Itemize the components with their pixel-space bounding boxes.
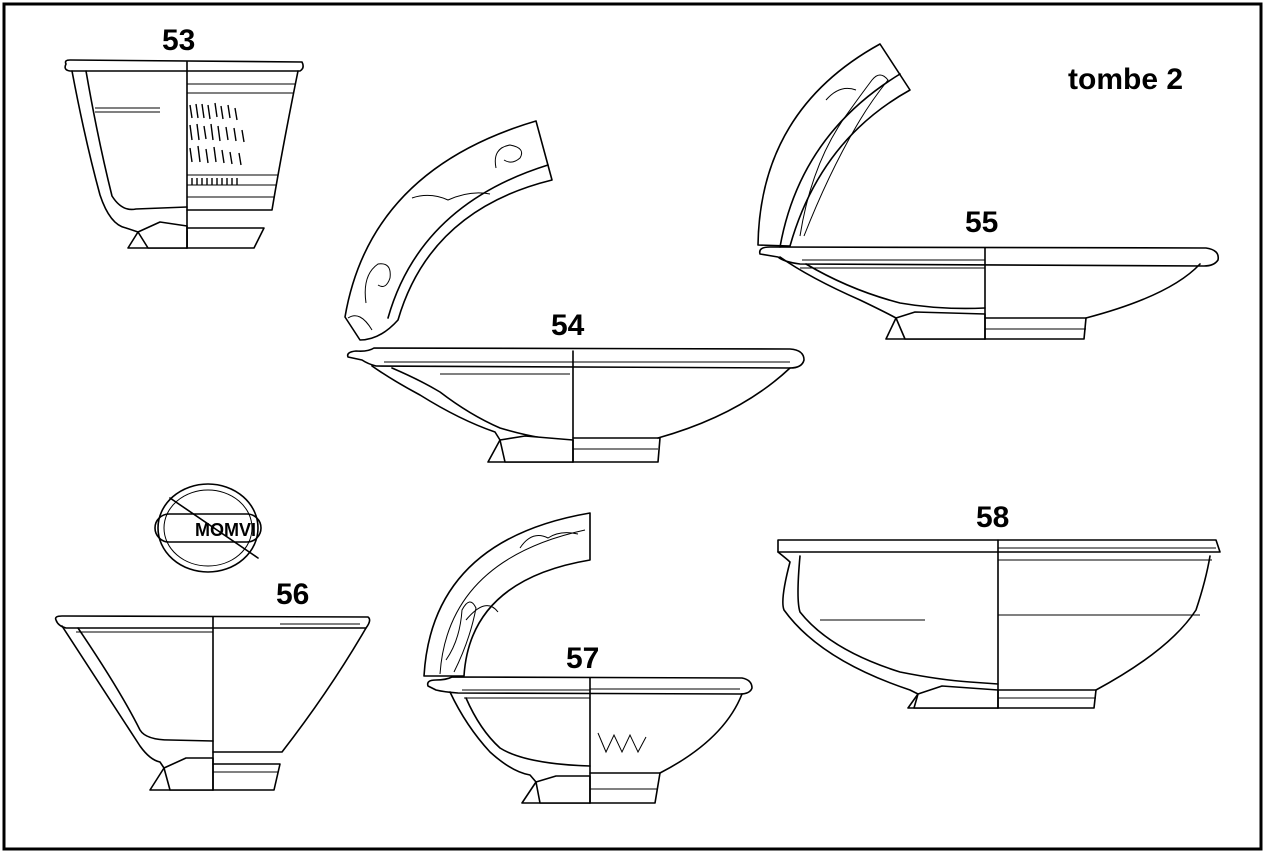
vessel-54: 54 [344, 120, 805, 463]
vessel-57: 57 [423, 512, 753, 804]
vessel-label-57: 57 [566, 642, 599, 675]
vessel-label-53: 53 [162, 24, 195, 57]
potter-stamp: IVMOM [154, 483, 262, 573]
vessel-53: 53 [64, 24, 304, 249]
plate-title: tombe 2 [1068, 63, 1183, 96]
stamp-text: IVMOM [195, 520, 256, 540]
vessel-55: 55 [757, 43, 1220, 340]
vessel-56: 56 [54, 578, 371, 791]
vessel-label-54: 54 [551, 309, 585, 342]
vessel-label-58: 58 [976, 501, 1009, 534]
vessel-label-56: 56 [276, 578, 309, 611]
vessel-label-55: 55 [965, 206, 998, 239]
vessel-58: 58 [777, 501, 1221, 709]
